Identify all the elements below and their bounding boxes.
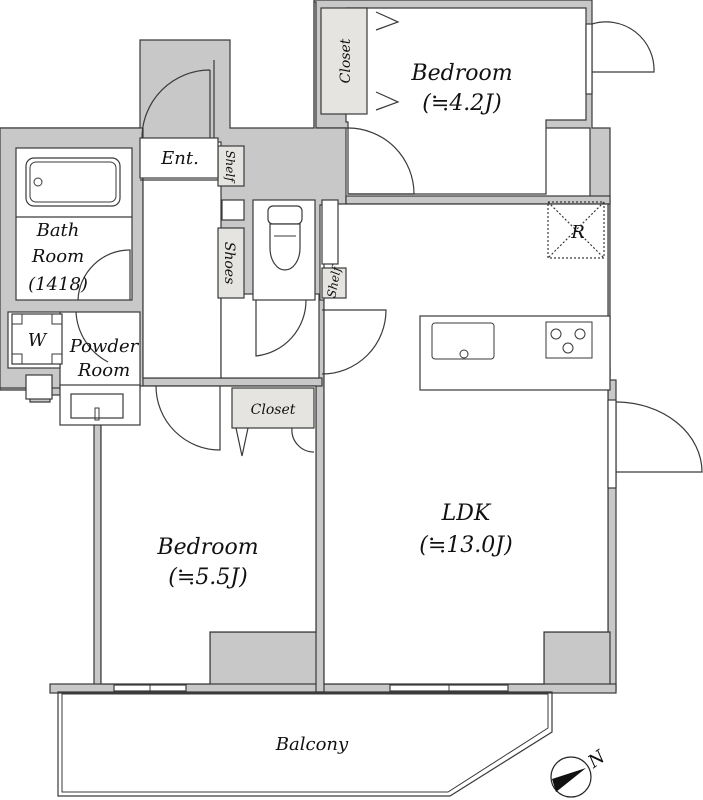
burner-icon <box>550 328 562 340</box>
sink-basin <box>70 393 124 419</box>
shoes-label: Shoes <box>221 242 237 285</box>
ldk-size: (≒13.0J) <box>419 533 512 558</box>
drain-icon <box>33 177 43 187</box>
bedroom-south-size: (≒5.5J) <box>168 565 247 590</box>
toilet <box>267 205 303 271</box>
powder-label-1: Powder <box>69 336 140 357</box>
refrigerator-label: R <box>570 222 585 243</box>
closet-south-label: Closet <box>251 402 296 418</box>
shoes-cabinet <box>217 227 245 299</box>
entrance: Ent. <box>139 60 219 181</box>
bathtub <box>25 157 121 207</box>
kitchen: R <box>419 201 611 391</box>
bath-label-3: (1418) <box>28 274 88 295</box>
entrance-label: Ent. <box>160 148 199 169</box>
bedroom-north-size: (≒4.2J) <box>422 91 501 116</box>
balcony-label: Balcony <box>275 734 349 755</box>
washer <box>11 313 63 365</box>
powder-label-2: Room <box>77 360 130 381</box>
washer-label: W <box>28 330 48 351</box>
shelf-toilet-label: Shelf <box>324 263 344 299</box>
burner-icon <box>562 342 574 354</box>
balcony: Balcony <box>57 684 553 797</box>
closet-south <box>231 387 315 429</box>
doors <box>155 11 703 489</box>
ldk-name: LDK <box>441 501 492 526</box>
bath-label-1: Bath <box>36 220 80 241</box>
closet-north-label: Closet <box>338 38 354 83</box>
room-labels: Bedroom (≒4.2J) Bedroom (≒5.5J) LDK (≒13… <box>156 61 512 590</box>
compass: N <box>550 746 610 798</box>
kitchen-counter <box>419 315 611 391</box>
bathroom: Bath Room (1418) <box>25 157 131 301</box>
refrigerator-space <box>547 201 605 259</box>
shelf-toilet <box>321 267 347 299</box>
stove <box>545 321 593 359</box>
closet-north <box>320 7 368 115</box>
bath-label-2: Room <box>31 246 84 267</box>
powder-room: W Powder Room <box>11 311 140 421</box>
bedroom-south-name: Bedroom <box>156 535 258 560</box>
compass-needle-icon <box>552 768 586 792</box>
kitchen-sink <box>431 322 495 360</box>
storage-units: Closet Closet Shelf Shoes Shelf <box>217 7 368 429</box>
burner-icon <box>574 328 586 340</box>
bedroom-north-name: Bedroom <box>410 61 512 86</box>
shelf-entrance-label: Shelf <box>223 150 237 184</box>
